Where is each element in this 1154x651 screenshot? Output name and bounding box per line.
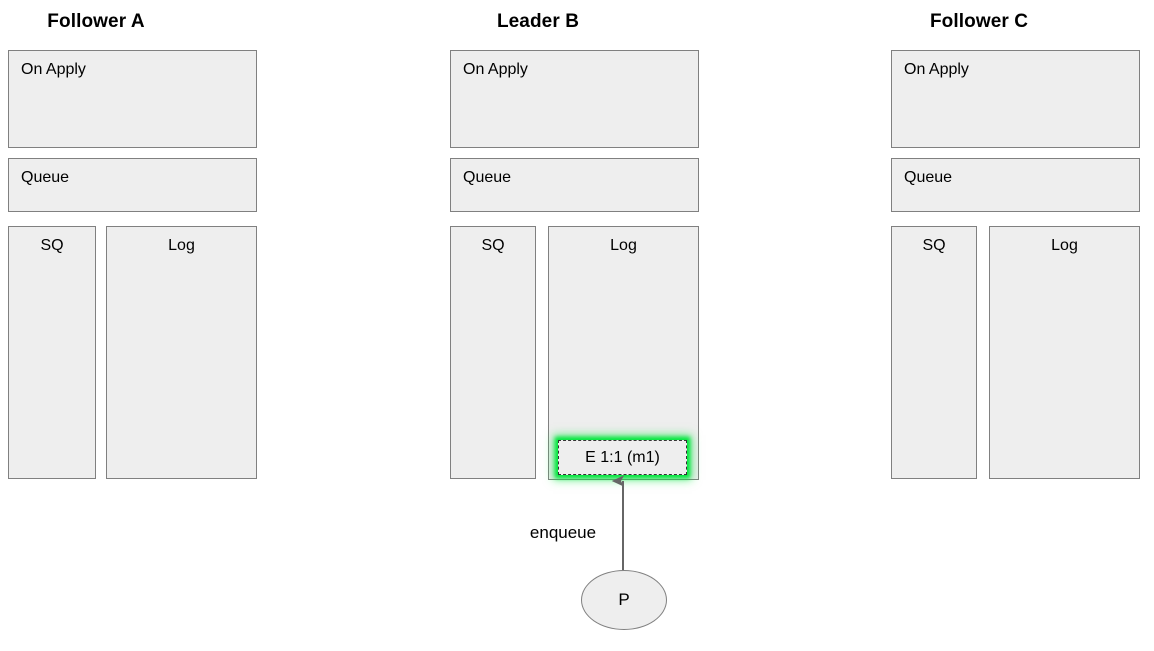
leader-b-queue-label: Queue bbox=[463, 169, 512, 186]
follower-c-on-apply-box[interactable]: On Apply bbox=[891, 50, 1140, 148]
follower-c-on-apply-label: On Apply bbox=[904, 61, 969, 78]
column-title-follower-c: Follower C bbox=[929, 11, 1029, 32]
follower-a-sq-label: SQ bbox=[40, 237, 64, 254]
follower-c-queue-box[interactable]: Queue bbox=[891, 158, 1140, 212]
leader-b-on-apply-box[interactable]: On Apply bbox=[450, 50, 699, 148]
leader-b-log-box[interactable]: Log bbox=[548, 226, 699, 480]
leader-b-log-label: Log bbox=[610, 237, 637, 254]
follower-a-queue-label: Queue bbox=[21, 169, 70, 186]
follower-a-on-apply-label: On Apply bbox=[21, 61, 86, 78]
follower-c-queue-label: Queue bbox=[904, 169, 953, 186]
follower-a-log-box[interactable]: Log bbox=[106, 226, 257, 479]
leader-b-sq-label: SQ bbox=[481, 237, 505, 254]
column-title-leader-b: Leader B bbox=[496, 11, 580, 32]
follower-a-log-label: Log bbox=[168, 237, 195, 254]
leader-b-sq-box[interactable]: SQ bbox=[450, 226, 536, 479]
follower-a-on-apply-box[interactable]: On Apply bbox=[8, 50, 257, 148]
follower-c-log-label: Log bbox=[1051, 237, 1078, 254]
leader-b-on-apply-label: On Apply bbox=[463, 61, 528, 78]
column-title-follower-a: Follower A bbox=[47, 11, 145, 32]
leader-b-log-entry[interactable]: E 1:1 (m1) bbox=[558, 440, 687, 475]
actor-producer-p[interactable]: P bbox=[581, 570, 667, 630]
enqueue-edge-label: enqueue bbox=[529, 523, 597, 542]
follower-a-sq-box[interactable]: SQ bbox=[8, 226, 96, 479]
leader-b-queue-box[interactable]: Queue bbox=[450, 158, 699, 212]
follower-c-sq-box[interactable]: SQ bbox=[891, 226, 977, 479]
follower-a-queue-box[interactable]: Queue bbox=[8, 158, 257, 212]
follower-c-log-box[interactable]: Log bbox=[989, 226, 1140, 479]
follower-c-sq-label: SQ bbox=[922, 237, 946, 254]
